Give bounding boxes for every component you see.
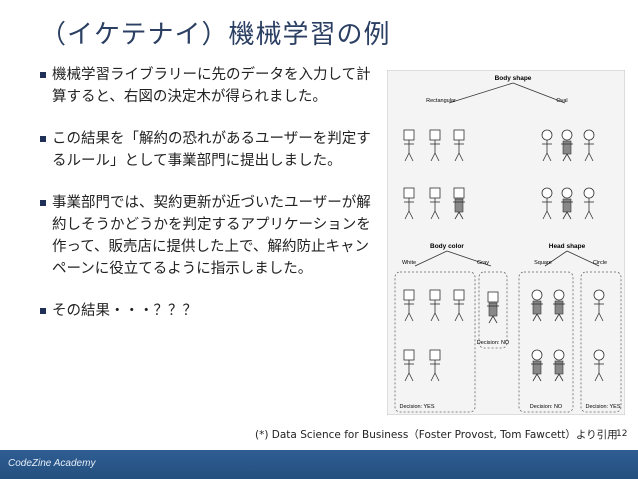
decision-square: Decision: NO (530, 404, 563, 410)
branch-circle-label: Circle (593, 260, 607, 266)
branch-oval-label: Oval (556, 98, 567, 104)
bullet-item: 機械学習ライブラリーに先のデータを入力して計算すると、右図の決定木が得られました… (40, 64, 374, 108)
tree-root-label: Body shape (495, 75, 532, 82)
decision-tree-figure: Body shape Rectangular Oval Body color W… (387, 70, 625, 415)
bullet-item: その結果・・・？？？ (40, 300, 374, 322)
branch-rectangular-label: Rectangular (426, 98, 456, 104)
slide-title: （イケテナイ）機械学習の例 (40, 20, 391, 50)
branch-square-label: Square (534, 260, 552, 266)
bullet-list: 機械学習ライブラリーに先のデータを入力して計算すると、右図の決定木が得られました… (40, 64, 374, 342)
bullet-item: 事業部門では、契約更新が近づいたユーザーが解約しそうかどうかを判定するアプリケー… (40, 192, 374, 280)
node-body-color-label: Body color (430, 243, 464, 250)
footer-bar: CodeZine Academy (0, 450, 638, 479)
branch-white-label: White (402, 260, 416, 266)
figure-caption: (*) Data Science for Business（Foster Pro… (255, 429, 618, 441)
decision-white: Decision: YES (399, 404, 434, 410)
page-number: 12 (616, 429, 628, 439)
footer-brand: CodeZine Academy (8, 458, 96, 469)
decision-gray: Decision: NO (477, 340, 510, 346)
branch-gray-label: Gray (477, 260, 489, 266)
decision-circle: Decision: YES (585, 404, 620, 410)
bullet-item: この結果を「解約の恐れがあるユーザーを判定するルール」として事業部門に提出しまし… (40, 128, 374, 172)
node-head-shape-label: Head shape (549, 243, 586, 250)
